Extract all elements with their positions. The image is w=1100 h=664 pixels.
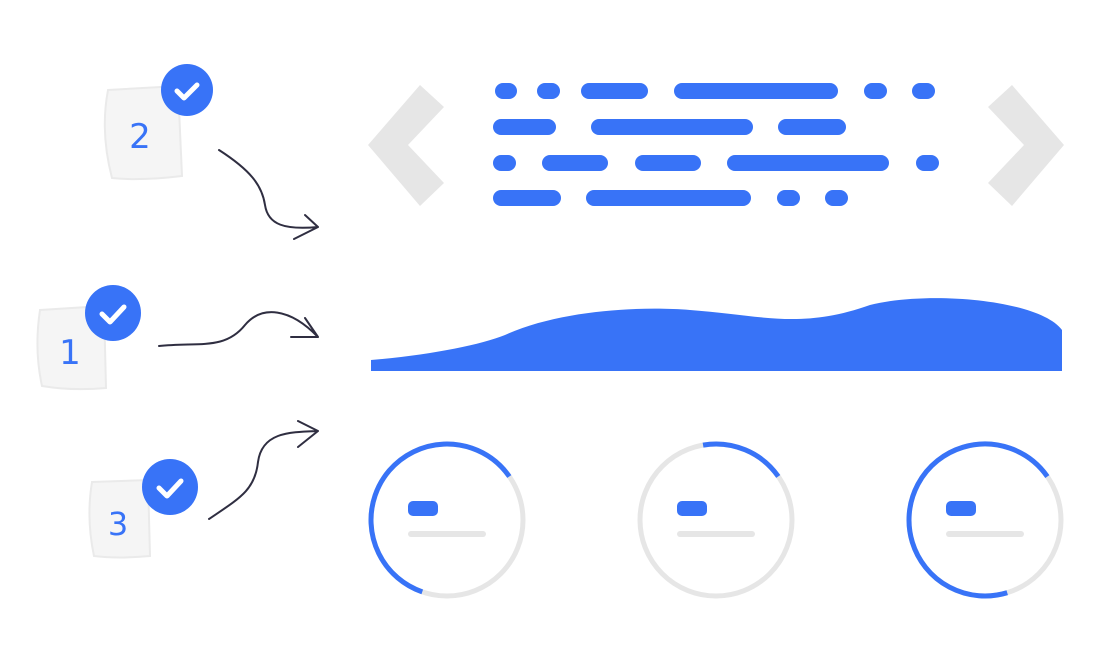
- step-card-1: 1: [36, 285, 141, 391]
- arrow-step-3: [208, 420, 319, 520]
- step-check-badge-1: [85, 285, 141, 341]
- progress-gauge: [368, 441, 526, 599]
- chevron-right-icon[interactable]: [988, 85, 1064, 206]
- step-number-1: 1: [59, 333, 81, 373]
- gauge-progress-arc: [637, 441, 795, 599]
- step-check-1-circle: [85, 285, 141, 341]
- gauge-label-placeholder: [946, 501, 976, 516]
- step-card-2-paper: [103, 84, 184, 181]
- step-check-3-circle: [142, 459, 198, 515]
- progress-gauge: [906, 441, 1064, 599]
- step-number-2: 2: [129, 117, 151, 157]
- chevron-left-icon[interactable]: [368, 85, 444, 206]
- step-card-3-paper: [88, 478, 152, 559]
- text-placeholder-block: [493, 83, 939, 206]
- gauge-label-placeholder: [677, 501, 707, 516]
- step-number-3: 3: [108, 505, 128, 543]
- area-chart-shape: [371, 298, 1062, 371]
- gauge-progress-arc: [906, 441, 1064, 599]
- check-icon: [174, 82, 200, 101]
- step-check-2-circle: [161, 64, 213, 116]
- step-card-2: 2: [103, 64, 213, 181]
- arrow-step-2: [218, 149, 319, 240]
- step-check-badge-2: [161, 64, 213, 116]
- arrow-step-1: [158, 311, 319, 347]
- step-card-3: 3: [88, 459, 198, 559]
- step-check-badge-3: [142, 459, 198, 515]
- check-icon: [99, 304, 127, 325]
- check-icon: [156, 478, 184, 499]
- gauge-label-placeholder: [408, 501, 438, 516]
- gauge-progress-arc: [368, 441, 526, 599]
- progress-gauge: [637, 441, 795, 599]
